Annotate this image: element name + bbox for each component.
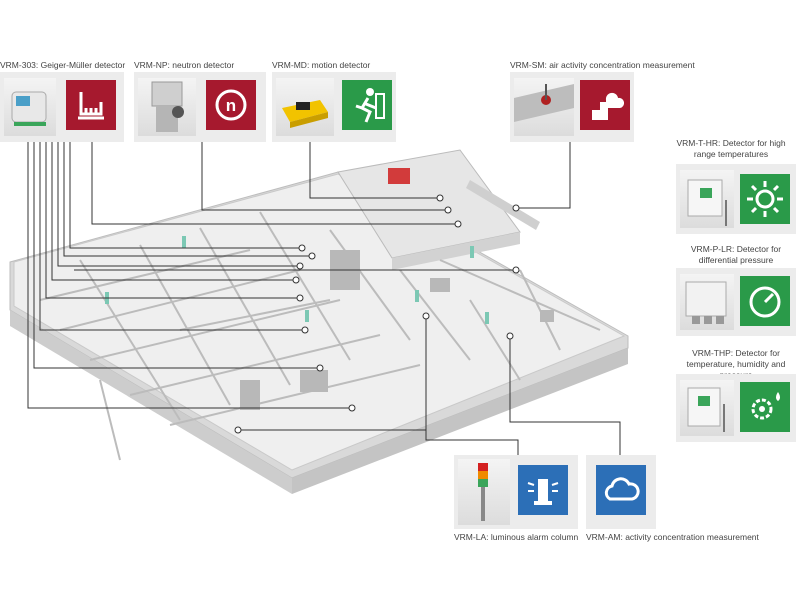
gm-card[interactable] (0, 72, 124, 142)
cloud-icon (596, 465, 646, 515)
np-card[interactable]: n (134, 72, 266, 142)
am-card[interactable] (586, 455, 656, 529)
leader-lines (27, 142, 621, 455)
sun-icon (740, 174, 790, 224)
plr-device-photo (680, 274, 734, 330)
np-device-photo (138, 78, 196, 136)
stack-cloud-icon (580, 80, 630, 130)
gm-label: VRM-303: Geiger-Müller detector (0, 60, 126, 70)
plr-card[interactable] (676, 268, 796, 336)
gm-device-photo (4, 78, 56, 136)
md-label: VRM-MD: motion detector (272, 60, 371, 70)
geiger-counter-icon (66, 80, 116, 130)
thp-card[interactable] (676, 374, 796, 442)
plr-label: VRM-P-LR: Detector for differential pres… (690, 244, 782, 265)
am-label: VRM-AM: activity concentration measureme… (586, 532, 759, 542)
beacon-icon (518, 465, 568, 515)
gear-drop-icon (740, 382, 790, 432)
neutron-icon: n (206, 80, 256, 130)
md-device-photo (276, 78, 334, 136)
la-card[interactable] (454, 455, 578, 529)
running-person-icon (342, 80, 392, 130)
gauge-icon (740, 276, 790, 326)
md-card[interactable] (272, 72, 396, 142)
sm-device-photo (514, 78, 574, 136)
thr-device-photo (680, 170, 734, 228)
sm-card[interactable] (510, 72, 634, 142)
svg-text:n: n (226, 96, 236, 115)
sm-label: VRM-SM: air activity concentration measu… (510, 60, 695, 70)
thp-device-photo (680, 380, 734, 436)
la-device-photo (458, 459, 510, 525)
thr-label: VRM-T-HR: Detector for high range temper… (676, 138, 786, 159)
la-label: VRM-LA: luminous alarm column (454, 532, 579, 542)
thr-card[interactable] (676, 164, 796, 234)
np-label: VRM-NP: neutron detector (134, 60, 235, 70)
